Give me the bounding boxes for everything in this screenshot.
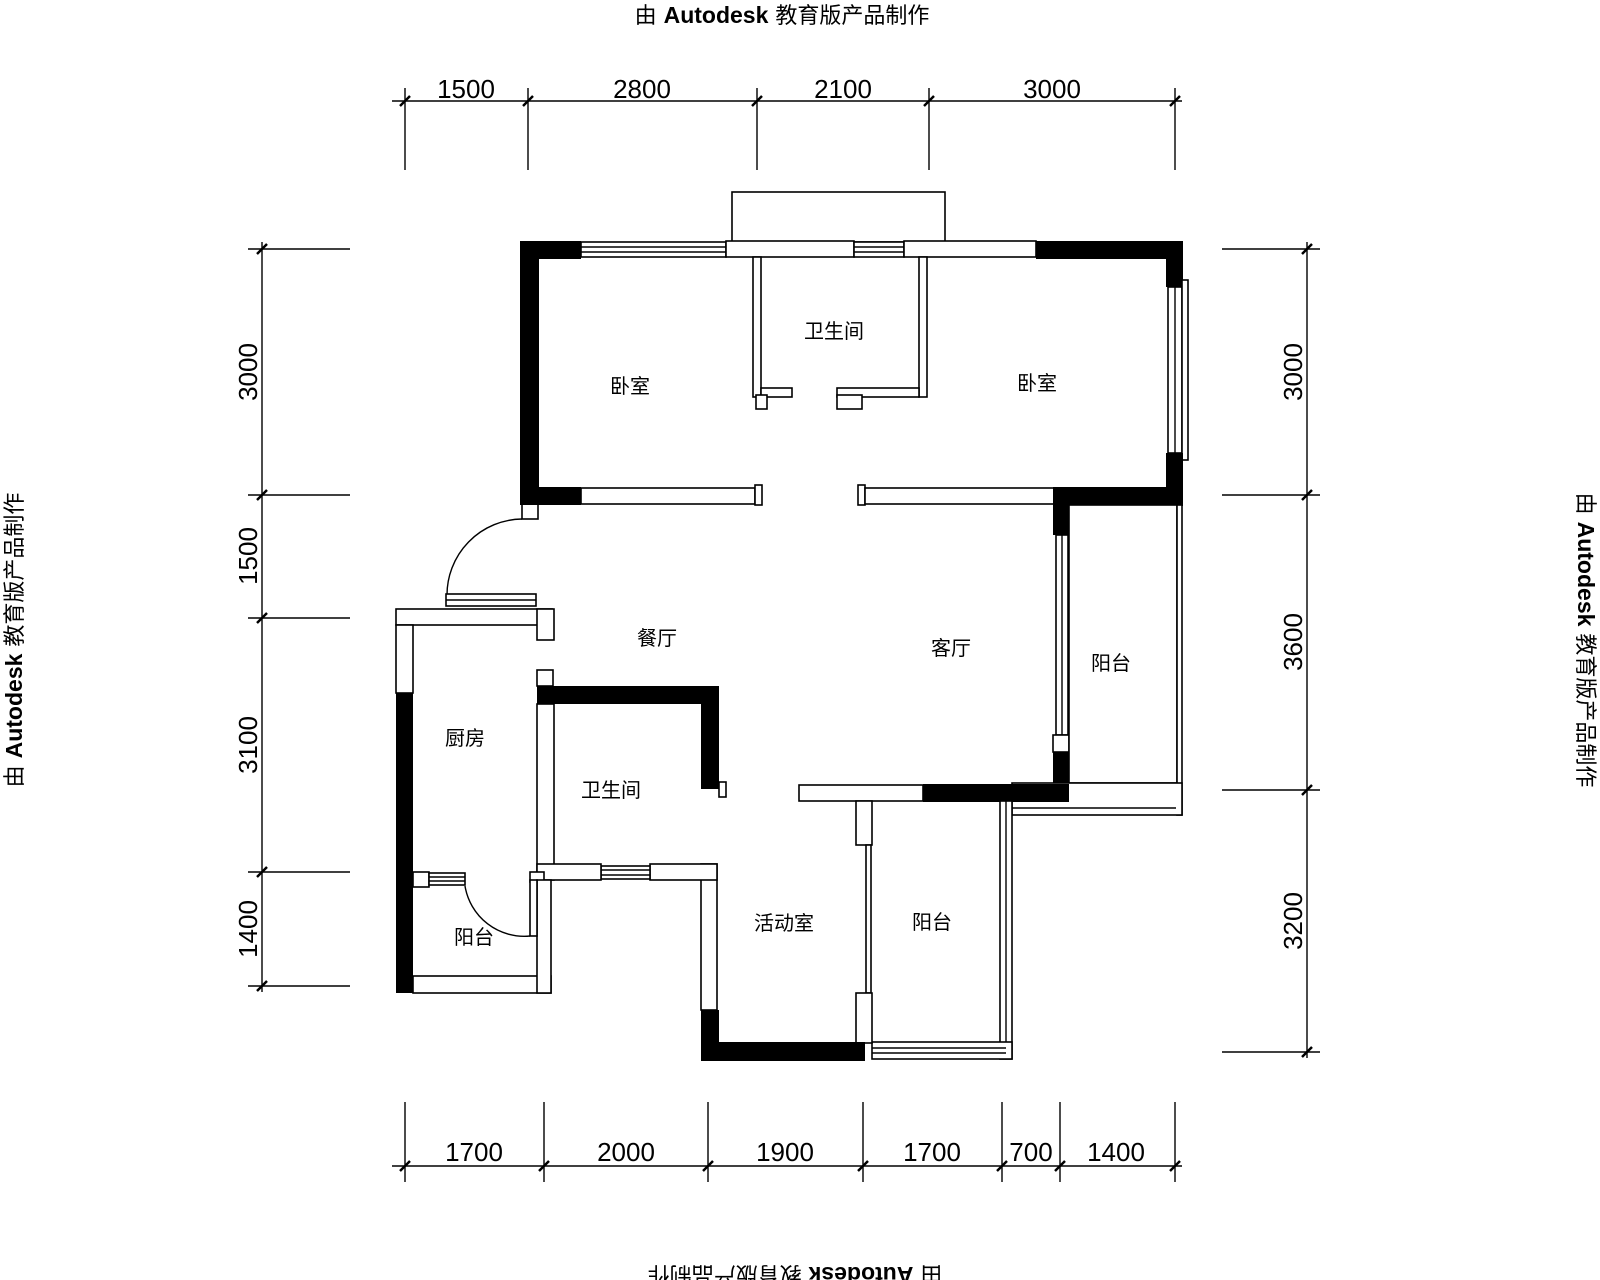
- dim-bottom-6: 1400: [1087, 1137, 1145, 1167]
- label-dining: 餐厅: [637, 626, 677, 650]
- dining-door-arc: [446, 518, 523, 597]
- dim-left-4: 1400: [233, 900, 263, 958]
- dimension-left: 3000 1500 3100 1400: [233, 242, 350, 992]
- label-balcony-bottom: 阳台: [912, 910, 952, 934]
- label-bathroom-lower: 卫生间: [581, 778, 641, 802]
- room-labels: 卧室 卫生间 卧室 餐厅 客厅 阳台 厨房 卫生间 活动室 阳台 阳台: [445, 319, 1131, 949]
- dim-right-1: 3000: [1278, 343, 1308, 401]
- bathroom-top-left-wall: [752, 256, 762, 398]
- bathroom-lower-wall: [537, 686, 719, 704]
- dim-top-3: 2100: [814, 74, 872, 104]
- label-kitchen: 厨房: [445, 726, 485, 750]
- label-bedroom-left: 卧室: [610, 374, 650, 398]
- dim-right-3: 3200: [1278, 892, 1308, 950]
- balcony-right-outline: [1068, 504, 1178, 784]
- dim-left-3: 3100: [233, 716, 263, 774]
- label-bedroom-right: 卧室: [1017, 371, 1057, 395]
- dim-left-2: 1500: [233, 527, 263, 585]
- dimension-bottom: 1700 2000 1900 1700 700 1400: [392, 1102, 1182, 1182]
- label-bathroom-top: 卫生间: [804, 319, 864, 343]
- dim-bottom-4: 1700: [903, 1137, 961, 1167]
- label-balcony-right: 阳台: [1091, 651, 1131, 675]
- svg-text:由 Autodesk 教育版产品制作: 由 Autodesk 教育版产品制作: [1, 493, 28, 788]
- label-balcony-left: 阳台: [454, 925, 494, 949]
- label-living: 客厅: [931, 636, 971, 660]
- dimension-top: 1500 2800 2100 3000: [392, 74, 1182, 170]
- wall-left-bedroom: [520, 241, 539, 505]
- floor-plan: [395, 191, 1189, 1061]
- dim-bottom-5: 700: [1009, 1137, 1052, 1167]
- watermark-bottom: 由 Autodesk 教育版产品制作: [648, 1261, 943, 1280]
- balcony-door-arc: [464, 885, 531, 937]
- dim-bottom-1: 1700: [445, 1137, 503, 1167]
- dim-bottom-2: 2000: [597, 1137, 655, 1167]
- watermark-top: 由 Autodesk 教育版产品制作: [635, 2, 930, 29]
- wall-kitchen-left: [396, 693, 413, 993]
- bathroom-top-right-wall: [918, 256, 928, 398]
- dim-bottom-3: 1900: [756, 1137, 814, 1167]
- dim-top-2: 2800: [613, 74, 671, 104]
- watermark-left: 由 Autodesk 教育版产品制作: [1, 493, 28, 788]
- dim-right-2: 3600: [1278, 613, 1308, 671]
- dim-top-4: 3000: [1023, 74, 1081, 104]
- dimension-right: 3000 3600 3200: [1222, 242, 1320, 1058]
- label-activity: 活动室: [754, 911, 814, 935]
- watermark-right: 由 Autodesk 教育版产品制作: [1572, 493, 1599, 788]
- svg-text:由 Autodesk 教育版产品制作: 由 Autodesk 教育版产品制作: [648, 1261, 943, 1280]
- dim-left-1: 3000: [233, 343, 263, 401]
- wall-top-right: [1036, 241, 1183, 259]
- svg-text:由 Autodesk 教育版产品制作: 由 Autodesk 教育版产品制作: [1572, 493, 1599, 788]
- dim-top-1: 1500: [437, 74, 495, 104]
- bay-window-top: [731, 191, 946, 243]
